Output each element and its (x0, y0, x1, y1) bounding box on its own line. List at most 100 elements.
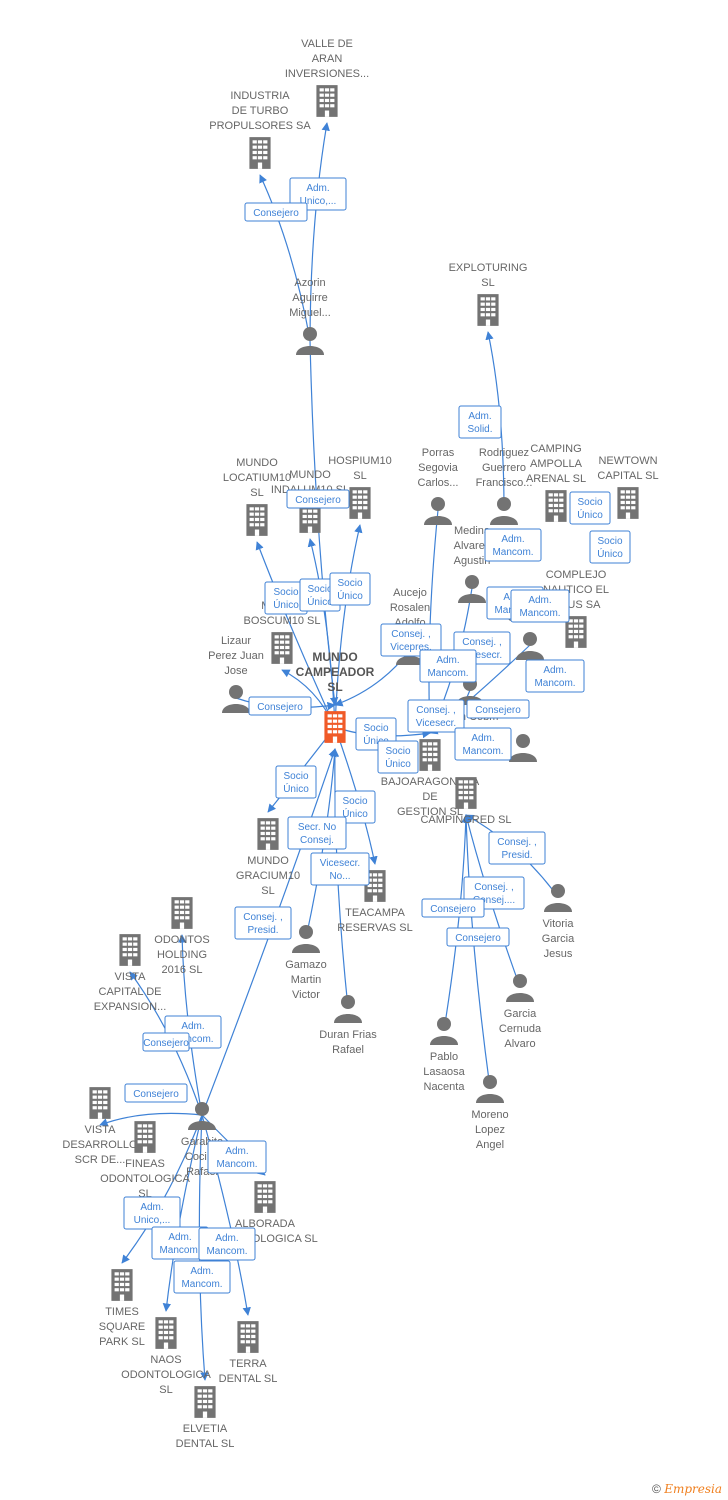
node-p_right_mid[interactable] (509, 734, 537, 762)
relation-badge[interactable]: Adm.Mancom. (484, 528, 542, 562)
relation-badge[interactable]: Consejero (124, 1083, 188, 1103)
building-icon (324, 711, 346, 743)
relation-badge[interactable]: Adm.Mancom. (454, 727, 512, 761)
node-porras[interactable]: PorrasSegoviaCarlos... (418, 447, 459, 525)
relation-badge[interactable]: Adm.Mancom. (419, 649, 477, 683)
node-label-line: LOCATIUM10 (223, 472, 291, 484)
badge-box (234, 906, 292, 940)
relation-badge[interactable]: Consej. ,Vicesecr. (407, 699, 465, 733)
node-label-line: 2016 SL (162, 964, 203, 976)
badge-box (407, 699, 465, 733)
relation-badge[interactable]: Consej. ,Vicepres. (380, 623, 442, 657)
node-label-line: MUNDO (312, 650, 357, 664)
node-azorin[interactable]: AzorinAguirreMiguel... (289, 277, 331, 355)
node-valle[interactable]: VALLE DEARANINVERSIONES... (285, 38, 369, 117)
relation-badge[interactable]: Adm.Mancom. (198, 1227, 256, 1261)
person-icon (296, 327, 324, 355)
relation-badge[interactable]: Consej. ,Presid. (488, 831, 546, 865)
badge-label-line: Único (385, 757, 411, 770)
node-label-line: Guerrero (482, 462, 526, 474)
badge-label-line: Adm. (181, 1021, 204, 1032)
node-rodriguez[interactable]: RodriguezGuerreroFrancisco... (476, 447, 533, 525)
relation-badge[interactable]: Adm.Unico,... (289, 177, 347, 211)
node-label-line: Victor (292, 989, 320, 1001)
node-campingred[interactable]: CAMPINGRED SL (420, 777, 512, 826)
node-label-line: Alvarez (454, 540, 491, 552)
relation-badge[interactable]: Consejero (421, 898, 485, 918)
badge-box (329, 572, 371, 606)
badge-label-line: Consejero (253, 208, 299, 219)
relation-badge[interactable]: Adm.Mancom. (525, 659, 585, 693)
badge-box (419, 649, 477, 683)
badge-label-line: Solid. (467, 424, 492, 435)
relation-badge[interactable]: Adm.Mancom. (173, 1260, 231, 1294)
relation-badge[interactable]: Consejero (446, 927, 510, 947)
node-label-line: FINEAS (125, 1158, 165, 1170)
node-label-line: Carlos... (418, 477, 459, 489)
relation-badge[interactable]: Vicesecr.No... (310, 852, 370, 886)
relation-badge[interactable]: Consejero (286, 489, 350, 509)
node-label-line: Lasaosa (423, 1066, 465, 1078)
badge-label-line: Vicesecr. (462, 650, 502, 661)
relation-badge[interactable]: Adm.Mancom. (207, 1140, 267, 1174)
node-label-line: INVERSIONES... (285, 68, 369, 80)
relation-badge[interactable]: Consej. ,Presid. (234, 906, 292, 940)
node-label-line: SL (261, 885, 274, 897)
node-label-line: Lizaur (221, 635, 251, 647)
badge-label-line: Adm. (543, 665, 566, 676)
relation-badge[interactable]: Adm.Solid. (458, 405, 502, 439)
edge-mundo_campeador-to-hospium (334, 524, 363, 728)
relation-badge[interactable]: Adm.Mancom. (510, 589, 570, 623)
badge-label-line: Consej. , (474, 882, 513, 893)
badge-label-line: Único (273, 598, 299, 611)
person-icon (430, 1017, 458, 1045)
edge-garabito-to-vista_desarrollo (99, 1112, 203, 1127)
badge-label-line: Consejero (455, 933, 501, 944)
node-label-line: VALLE DE (301, 38, 353, 50)
relation-badge[interactable]: Consejero (244, 202, 308, 222)
relation-badge[interactable]: Consejero (142, 1032, 190, 1052)
person-icon (490, 497, 518, 525)
badge-label-line: Socio (342, 796, 367, 807)
brand-logo[interactable]: Empresia (664, 1482, 722, 1496)
relation-badge[interactable]: Consejero (248, 696, 312, 716)
badge-box (142, 1032, 190, 1052)
node-label-line: SL (159, 1384, 172, 1396)
person-icon (506, 974, 534, 1002)
relation-badge[interactable]: Consejero (466, 699, 530, 719)
relation-badge[interactable]: Adm.Unico,... (123, 1196, 181, 1230)
